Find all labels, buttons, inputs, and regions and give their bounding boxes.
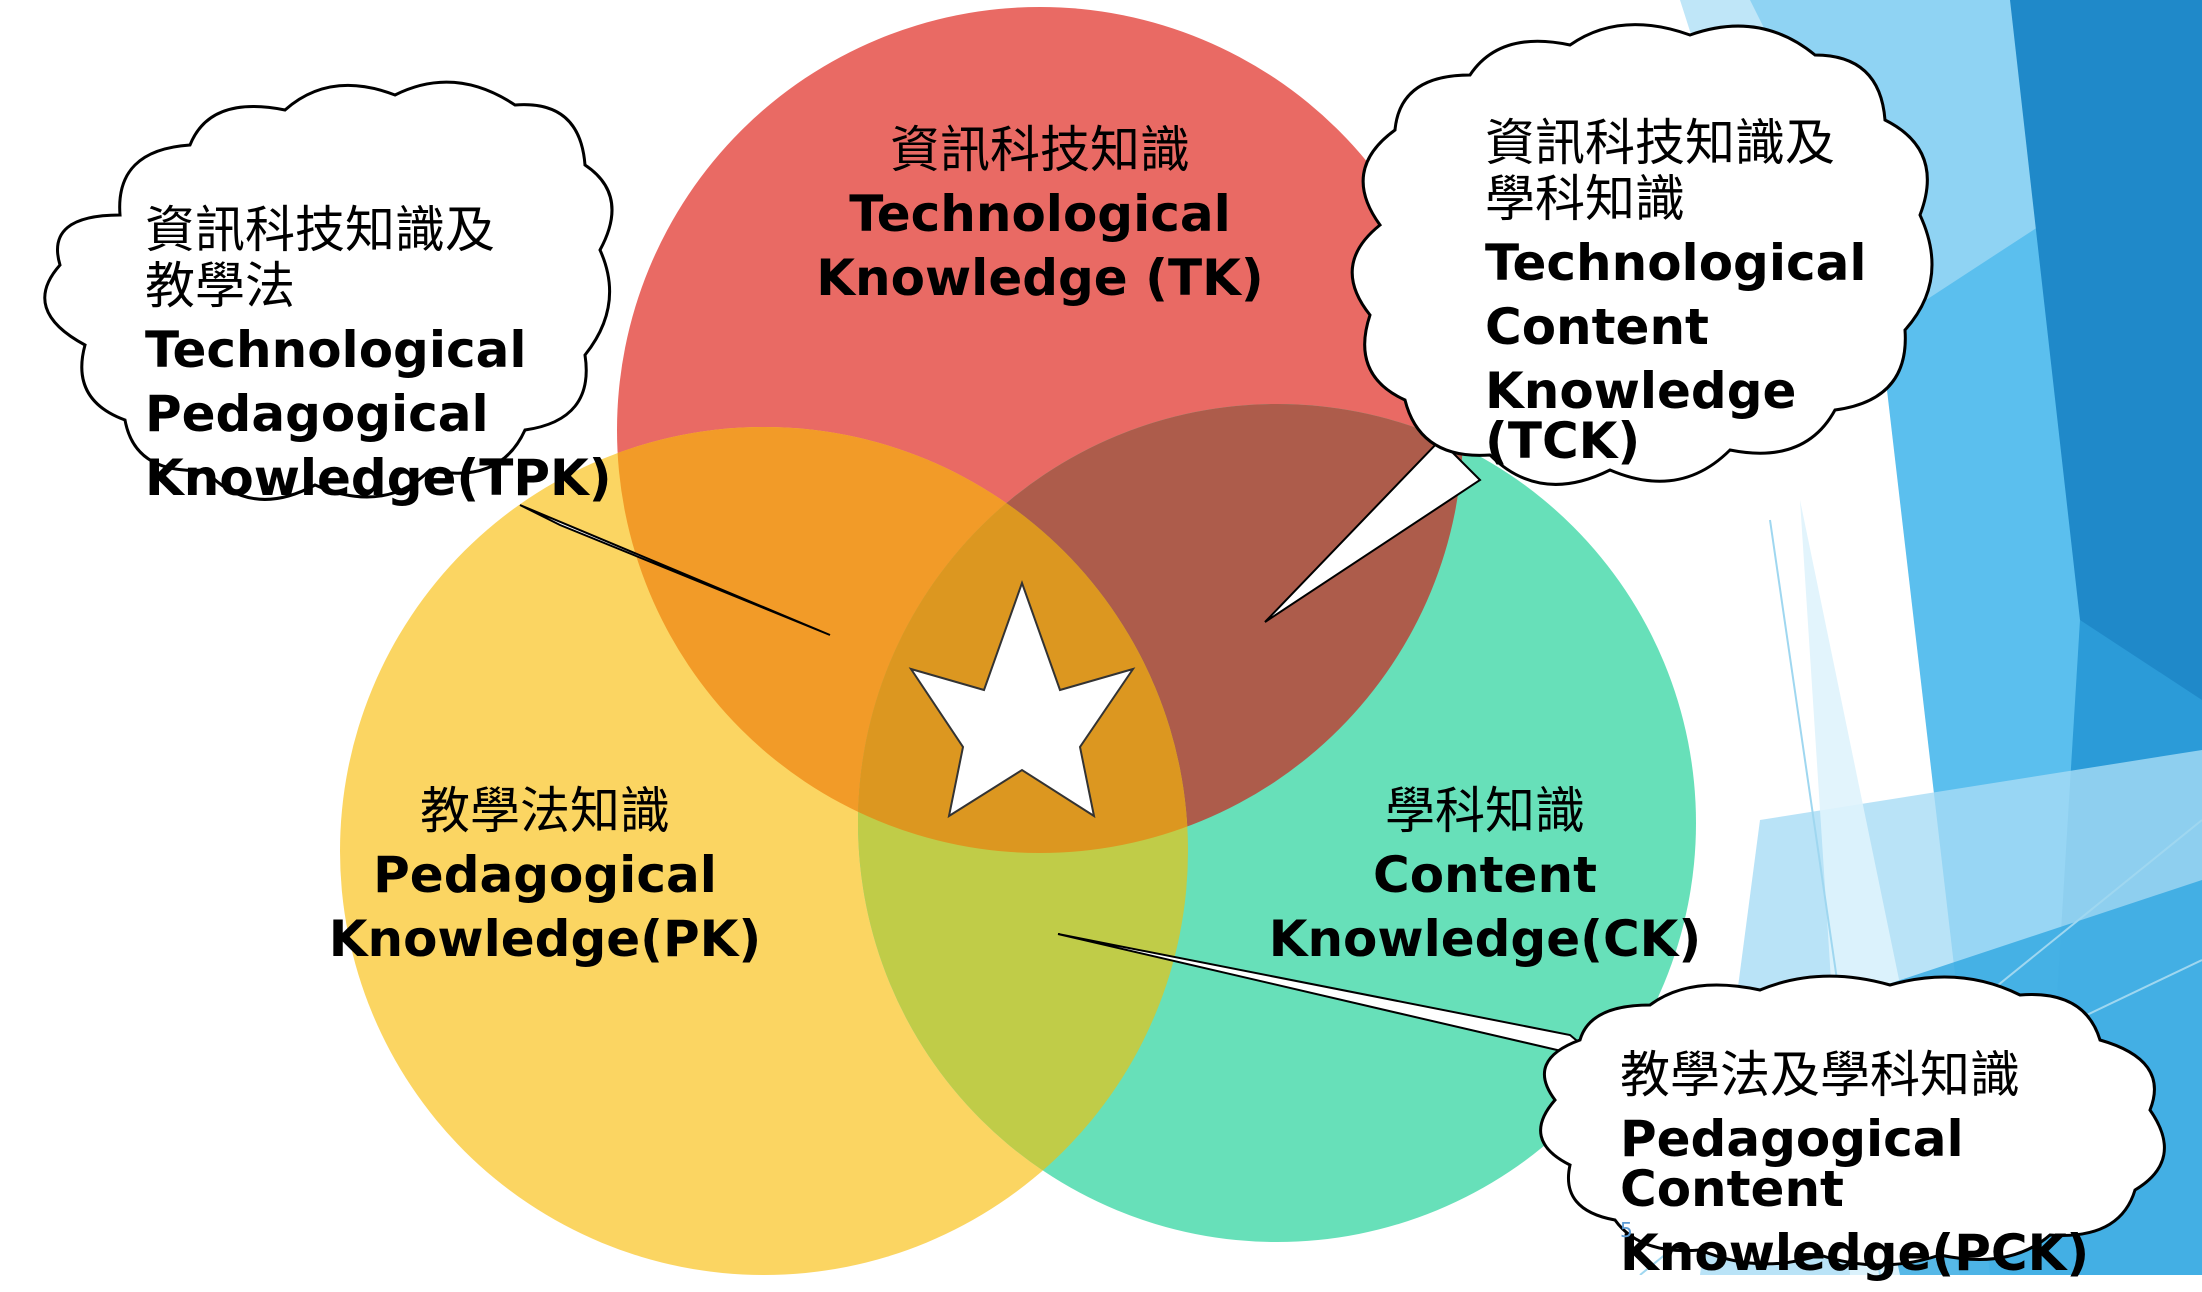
tck-zh-line-1: 資訊科技知識及: [1485, 114, 1835, 172]
star-icon: [908, 580, 1136, 819]
tpk-en-line-1: Technological: [145, 321, 527, 379]
tpk-en-line-2: Pedagogical: [145, 385, 489, 443]
tk-label: 資訊科技知識 Technological Knowledge (TK): [800, 125, 1280, 317]
pk-zh-label: 教學法知識: [420, 782, 670, 840]
cloud-tck: [1350, 23, 1934, 486]
cloud-tpk: [43, 80, 614, 501]
pck-en-line-1: Pedagogical Content: [1620, 1110, 1964, 1218]
pck-callout-text: 教學法及學科知識 Pedagogical Content Knowledge(P…: [1620, 1050, 2140, 1292]
pk-en-line-1: Pedagogical: [373, 846, 717, 904]
ck-en-line-1: Content: [1373, 846, 1597, 904]
callout-pointers: [519, 438, 1601, 1061]
pck-en-line-2: Knowledge(PCK): [1620, 1224, 2090, 1282]
tpk-zh-line-1: 資訊科技知識及: [145, 201, 495, 259]
tpk-zh-line-2: 教學法: [145, 257, 295, 315]
tpk-callout-text: 資訊科技知識及 教學法 Technological Pedagogical Kn…: [145, 201, 612, 517]
pk-label: 教學法知識 Pedagogical Knowledge(PK): [320, 786, 770, 978]
tk-en-line-1: Technological: [849, 185, 1231, 243]
tk-zh-label: 資訊科技知識: [890, 121, 1190, 179]
tk-en-line-2: Knowledge (TK): [816, 249, 1264, 307]
tpck-center-overlap: [858, 427, 1188, 853]
tck-callout-text: 資訊科技知識及 學科知識 Technological Content Knowl…: [1485, 118, 1925, 480]
pk-en-line-2: Knowledge(PK): [328, 910, 762, 968]
pck-zh-line-1: 教學法及學科知識: [1620, 1046, 2020, 1104]
tpk-en-line-3: Knowledge(TPK): [145, 449, 612, 507]
tck-en-line-2: Content: [1485, 298, 1709, 356]
cloud-pck: [1539, 974, 2166, 1267]
ck-en-line-2: Knowledge(CK): [1268, 910, 1702, 968]
slide-number: 5: [1620, 1218, 1633, 1242]
ck-zh-label: 學科知識: [1385, 782, 1585, 840]
tck-zh-line-2: 學科知識: [1485, 170, 1685, 228]
tck-en-line-3: Knowledge (TCK): [1485, 362, 1797, 470]
tck-en-line-1: Technological: [1485, 234, 1867, 292]
ck-label: 學科知識 Content Knowledge(CK): [1260, 786, 1710, 978]
